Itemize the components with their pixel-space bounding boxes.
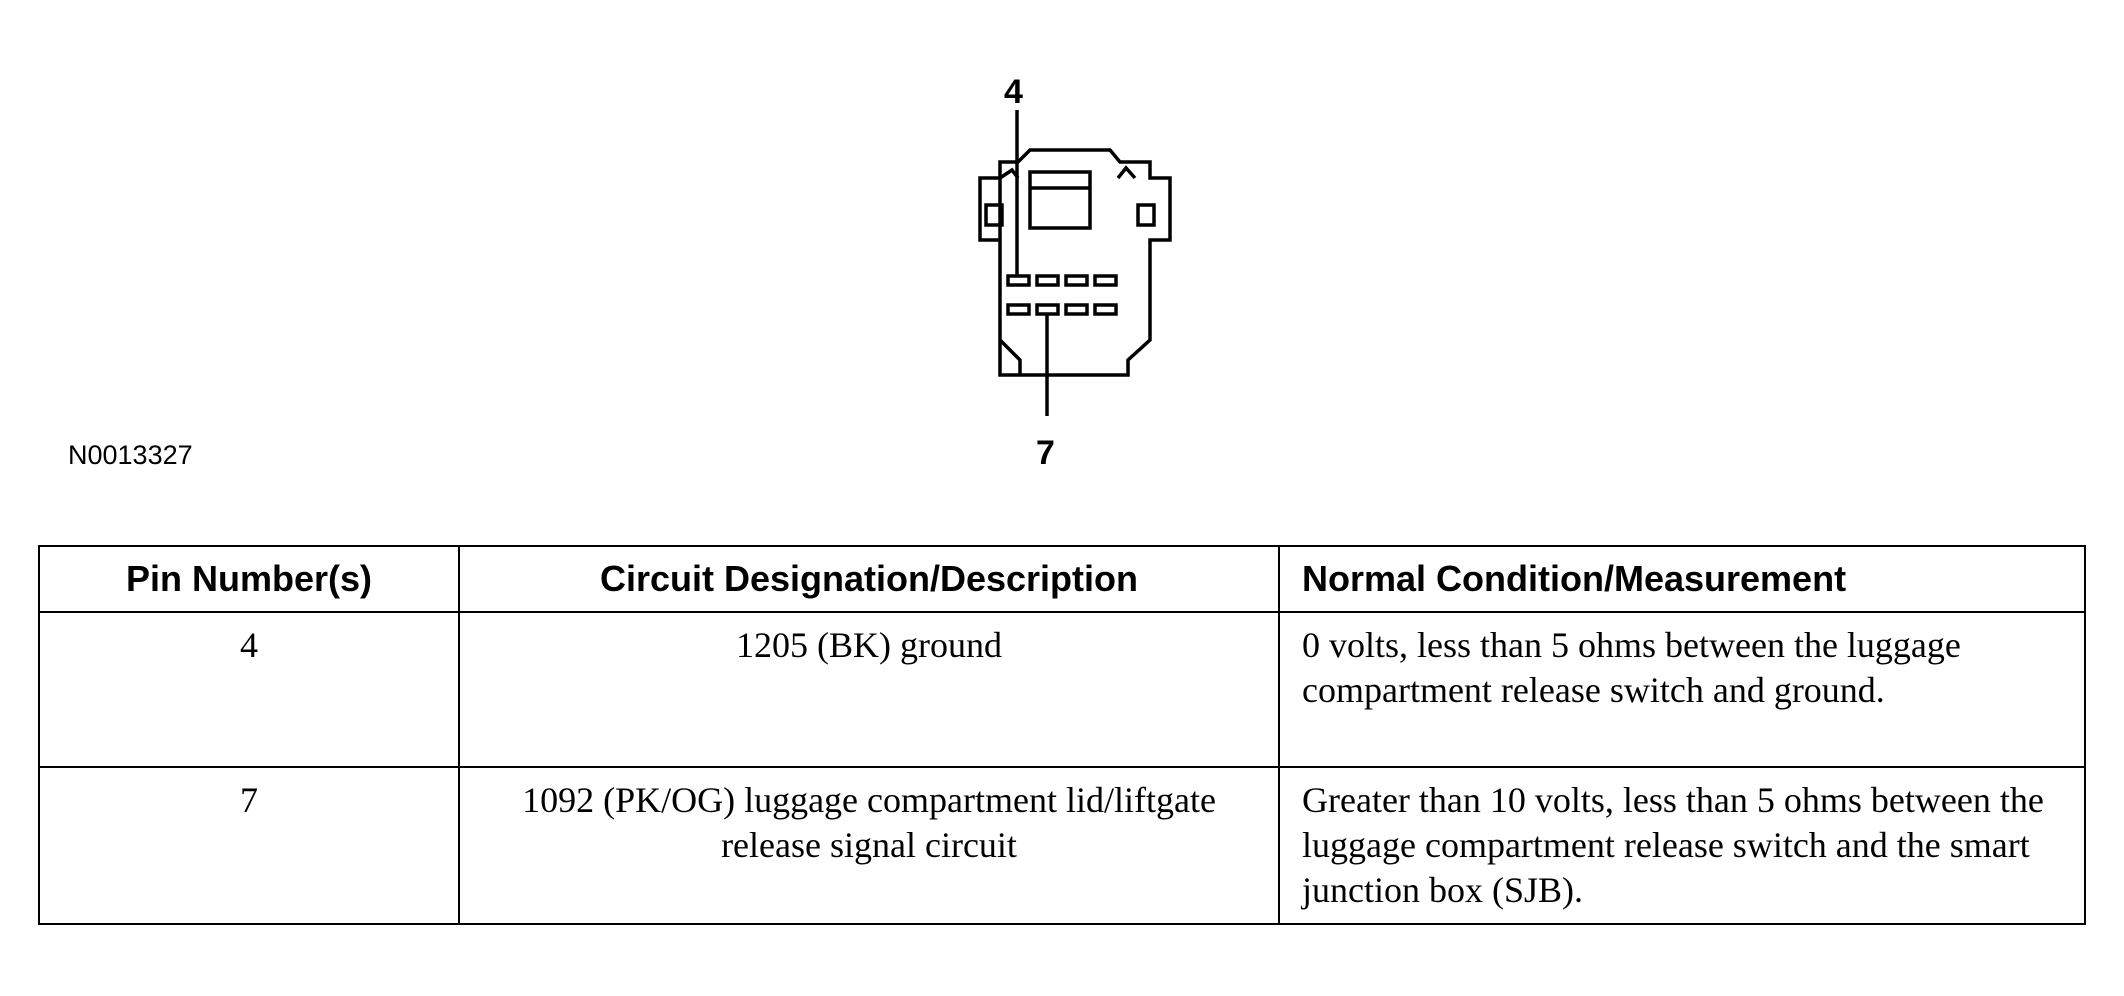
table-row: 7 1092 (PK/OG) luggage compartment lid/l… — [38, 766, 2086, 925]
pin-cavity — [1093, 274, 1118, 287]
pin-table: Pin Number(s) Circuit Designation/Descri… — [38, 545, 2086, 925]
pin-cavity — [1093, 303, 1118, 316]
cell-description: 1092 (PK/OG) luggage compartment lid/lif… — [458, 766, 1280, 925]
right-window — [1136, 203, 1156, 227]
cell-pin: 7 — [38, 766, 460, 925]
pin-cavity — [1035, 274, 1060, 287]
cell-measurement: 0 volts, less than 5 ohms between the lu… — [1278, 611, 2086, 768]
pin-cavity — [1064, 274, 1089, 287]
connector-diagram: 4 7 — [978, 73, 1172, 472]
header-circuit-description: Circuit Designation/Description — [458, 545, 1280, 613]
cell-measurement: Greater than 10 volts, less than 5 ohms … — [1278, 766, 2086, 925]
cell-description: 1205 (BK) ground — [458, 611, 1280, 768]
pin-cavity — [1006, 303, 1031, 316]
pin-cavity — [1035, 303, 1060, 316]
header-pin-number: Pin Number(s) — [38, 545, 460, 613]
pin-cavity — [1064, 303, 1089, 316]
left-window — [984, 203, 1004, 227]
pin-4-label: 4 — [1004, 73, 1023, 111]
cell-pin: 4 — [38, 611, 460, 768]
table-header-row: Pin Number(s) Circuit Designation/Descri… — [38, 545, 2086, 613]
pin-cavity — [1006, 274, 1031, 287]
connector-housing — [978, 148, 1172, 377]
latch-tab — [1028, 170, 1092, 230]
figure-id: N0013327 — [68, 440, 193, 470]
table-row: 4 1205 (BK) ground 0 volts, less than 5 … — [38, 611, 2086, 768]
pin-7-label: 7 — [1036, 434, 1055, 472]
header-normal-condition: Normal Condition/Measurement — [1278, 545, 2086, 613]
